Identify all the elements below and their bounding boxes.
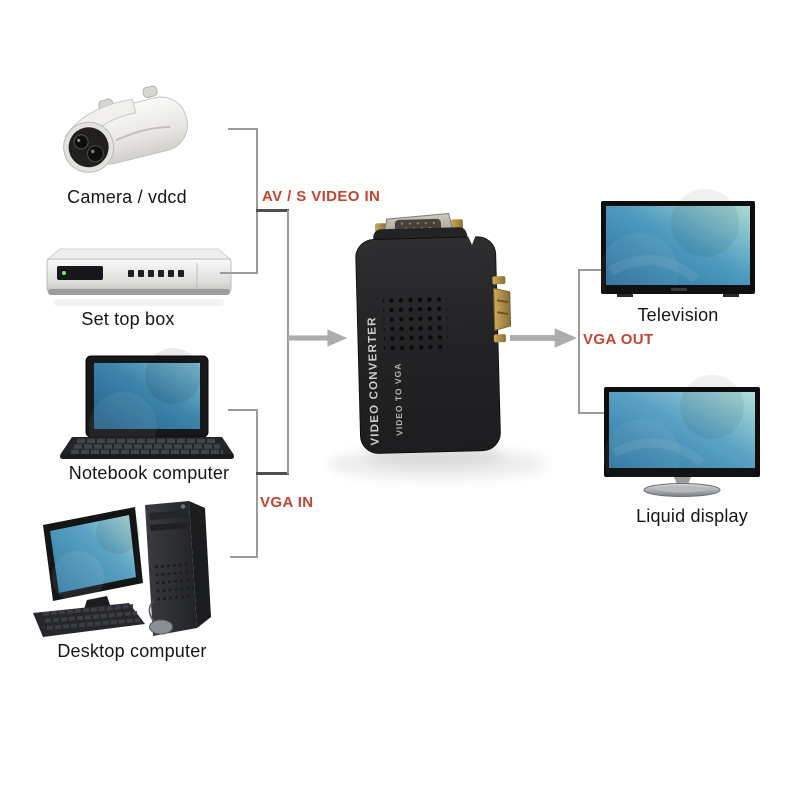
set-top-box-icon	[46, 248, 232, 306]
monitor-screen	[50, 515, 136, 593]
notebook-screen	[94, 363, 200, 429]
liquid-display-label: Liquid display	[636, 506, 748, 526]
notebook-keyboard	[71, 438, 223, 455]
output-arrow-icon	[510, 328, 578, 348]
output-bracket-vertical-line	[578, 269, 580, 414]
vga-screw-post	[492, 276, 506, 285]
input-trunk-line	[287, 210, 289, 474]
camera-body-group	[63, 85, 188, 173]
vga-in-label: VGA IN	[260, 494, 314, 511]
converter-name-text: VIDEO CONVERTER	[366, 316, 381, 445]
television-connector-line	[578, 269, 605, 271]
vent-holes	[382, 291, 449, 356]
av-s-video-in-label: AV / S VIDEO IN	[262, 188, 381, 205]
converter-subtitle-text: VIDEO TO VGA	[393, 363, 405, 436]
ld-screen	[609, 392, 755, 468]
cctv-camera-icon	[63, 85, 188, 173]
vga-out-label: VGA OUT	[583, 331, 654, 348]
mouse	[149, 619, 173, 635]
liquid-display-icon	[604, 375, 760, 497]
desktop-connector-line	[230, 556, 258, 558]
settopbox-connector-line	[220, 272, 258, 274]
notebook-label: Notebook computer	[68, 463, 230, 483]
liquid-display-connector-line	[578, 412, 608, 414]
notebook-connector-line	[228, 409, 258, 411]
television-label: Television	[637, 305, 719, 325]
desktop-label: Desktop computer	[57, 641, 207, 661]
av-in-junction-line	[256, 209, 289, 212]
camera-label: Camera / vdcd	[67, 187, 187, 207]
input-arrow-icon	[288, 329, 348, 347]
tower-side	[189, 501, 211, 628]
camera-connector-line	[228, 128, 258, 130]
notebook-icon	[60, 348, 234, 460]
set-top-box-label: Set top box	[81, 309, 175, 329]
case-notch	[462, 224, 480, 245]
tv-screen	[606, 206, 750, 285]
television-icon	[599, 189, 755, 313]
vga-in-junction-line	[256, 472, 289, 475]
bracket1-vertical-line	[256, 128, 258, 274]
tower-vents	[154, 562, 194, 601]
stb-display-window	[57, 266, 103, 280]
bracket2-vertical-line	[256, 409, 258, 558]
video-converter-icon: VIDEO CONVERTER VIDEO TO VGA	[327, 212, 547, 480]
desktop-icon	[33, 501, 211, 637]
side-vga-connector	[493, 287, 512, 332]
tower-front	[145, 501, 197, 636]
vga-screw-post	[493, 334, 506, 343]
stb-top-face	[46, 248, 232, 260]
converter-body-group: VIDEO CONVERTER VIDEO TO VGA	[355, 212, 512, 454]
stb-buttons	[128, 270, 184, 277]
